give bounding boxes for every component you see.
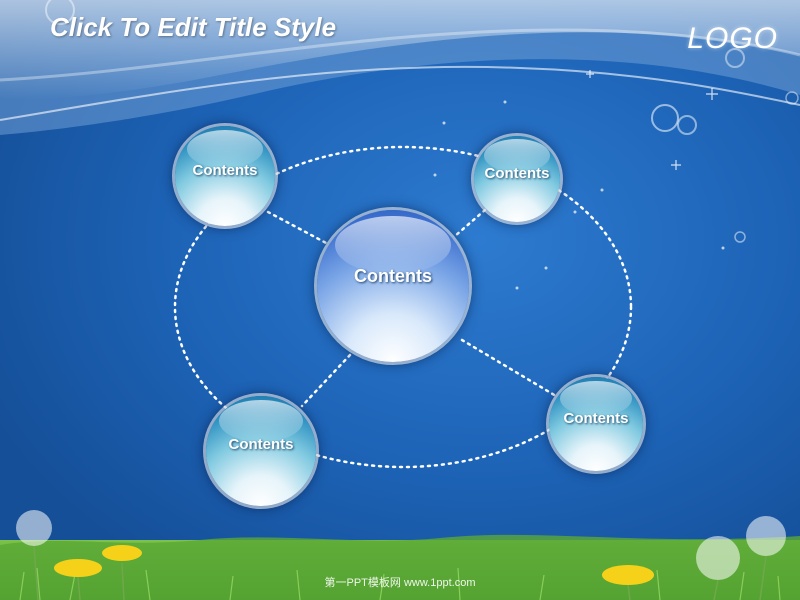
node-gloss [335,216,451,274]
node-gloss [187,130,263,168]
diagram-node-bottom-right[interactable]: Contents [549,377,643,471]
diagram-node-top-right[interactable]: Contents [474,136,560,222]
footer-watermark: 第一PPT模板网 www.1ppt.com [324,577,476,589]
node-label: Contents [354,266,432,287]
node-label: Contents [563,409,629,427]
slide-title[interactable]: Click To Edit Title Style [50,12,337,42]
node-label: Contents [484,165,550,183]
diagram-node-center[interactable]: Contents [317,210,469,362]
diagram-node-top-left[interactable]: Contents [175,126,275,226]
node-gloss [219,400,303,443]
diagram-node-bottom-left[interactable]: Contents [206,396,316,506]
node-gloss [484,139,550,173]
node-label: Contents [228,435,294,453]
node-gloss [560,380,632,417]
node-label: Contents [192,161,258,179]
logo: LOGO [687,22,778,55]
